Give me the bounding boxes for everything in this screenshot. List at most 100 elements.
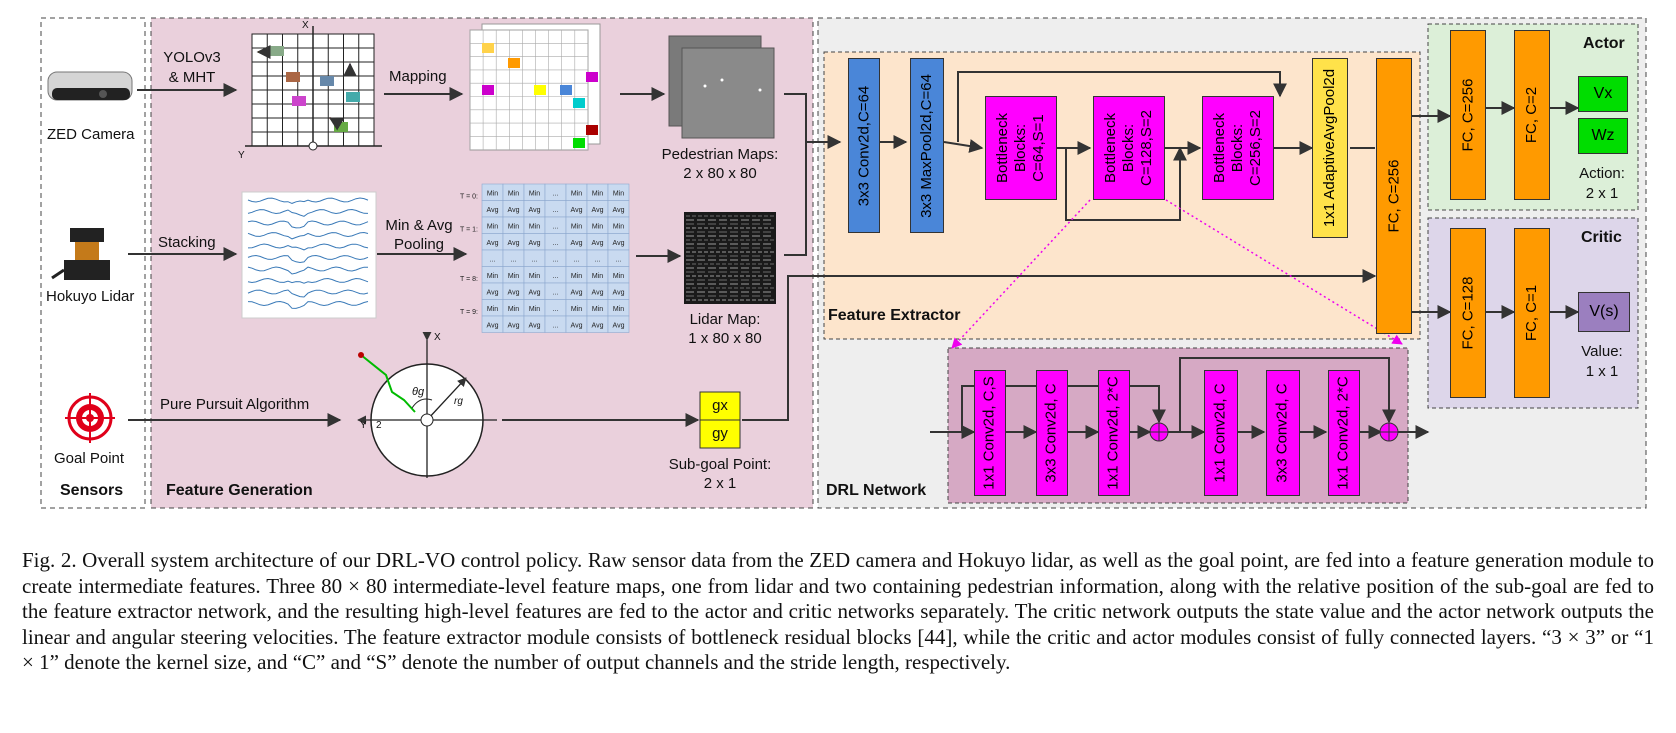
svg-text:Min: Min [613,190,624,197]
svg-text:...: ... [553,240,559,247]
svg-text:Avg: Avg [487,240,499,247]
svg-text:...: ... [553,306,559,313]
lidar-map-image [684,212,776,304]
grid-x-axis-label: X [302,20,309,31]
polar-y-label: Y [360,420,367,431]
svg-text:Min: Min [487,223,498,230]
sensors-title: Sensors [60,482,124,499]
svg-text:Min: Min [592,273,603,280]
conv2d-block: 3x3 Conv2d,C=64 [848,58,880,233]
svg-text:T = 1:: T = 1: [460,226,478,233]
bottleneck-conv-6: 1x1 Conv2d, 2*C [1328,370,1360,496]
svg-text:Min: Min [487,273,498,280]
svg-text:Avg: Avg [613,289,625,296]
svg-text:...: ... [553,207,559,214]
svg-text:Avg: Avg [613,322,625,329]
svg-text:Min: Min [613,223,624,230]
svg-text:...: ... [532,256,538,263]
theta-g-label: θg [412,386,425,398]
svg-text:Avg: Avg [592,322,604,329]
svg-text:...: ... [574,256,580,263]
critic-fc-128: FC, C=128 [1450,228,1486,398]
svg-text:Min: Min [508,190,519,197]
svg-text:Min: Min [571,273,582,280]
caption-paragraph: Fig. 2. Overall system architecture of o… [22,548,1654,674]
svg-text:...: ... [595,256,601,263]
svg-text:Avg: Avg [592,207,604,214]
svg-text:Avg: Avg [571,207,583,214]
maxpool-block: 3x3 MaxPool2d,C=64 [910,58,944,233]
svg-text:Avg: Avg [529,289,541,296]
lidar-map-label: Lidar Map:1 x 80 x 80 [688,311,762,347]
svg-text:...: ... [553,322,559,329]
yolo-mht-label: YOLOv3& MHT [163,49,221,86]
wz-output: Wz [1578,118,1628,154]
figure-caption: Fig. 2. Overall system architecture of o… [22,548,1654,676]
polar-subgoal-diagram [357,331,497,478]
subgoal-gy: gy [712,425,728,442]
svg-text:...: ... [490,256,496,263]
svg-text:Avg: Avg [613,207,625,214]
svg-text:...: ... [553,190,559,197]
actor-fc-2: FC, C=2 [1514,30,1550,200]
pure-pursuit-label: Pure Pursuit Algorithm [160,396,310,413]
feature-generation-title: Feature Generation [166,482,313,499]
occupancy-grid [469,23,601,151]
svg-text:...: ... [553,289,559,296]
bottleneck-conv-1: 1x1 Conv2d, C,S [974,370,1006,496]
actor-title: Actor [1583,35,1625,52]
svg-text:Min: Min [592,306,603,313]
drl-network-title: DRL Network [826,482,927,499]
svg-text:Avg: Avg [508,322,520,329]
lidar-scan-stack [241,191,377,319]
svg-text:Min: Min [508,223,519,230]
svg-text:Avg: Avg [508,289,520,296]
svg-text:Avg: Avg [487,207,499,214]
svg-text:...: ... [511,256,517,263]
goal-target-icon [65,393,115,443]
svg-text:Avg: Avg [487,289,499,296]
svg-text:Avg: Avg [487,322,499,329]
pedestrian-maps-label: Pedestrian Maps:2 x 80 x 80 [661,146,779,182]
svg-text:Min: Min [613,273,624,280]
vs-output: V(s) [1578,292,1630,332]
actor-fc-256: FC, C=256 [1450,30,1486,200]
svg-text:Avg: Avg [529,322,541,329]
zed-camera-icon [47,71,133,101]
subgoal-point-label: Sub-goal Point:2 x 1 [668,456,772,492]
svg-text:T = 8:: T = 8: [460,276,478,283]
svg-text:...: ... [553,223,559,230]
adaptive-avgpool-block: 1x1 AdaptiveAvgPool2d [1312,58,1348,238]
bottleneck-conv-5: 3x3 Conv2d, C [1266,370,1300,496]
feature-extractor-title: Feature Extractor [828,307,961,324]
svg-text:Min: Min [529,223,540,230]
svg-text:Min: Min [571,190,582,197]
mapping-label: Mapping [389,68,447,85]
svg-text:Min: Min [592,190,603,197]
svg-text:Avg: Avg [529,240,541,247]
svg-text:...: ... [553,256,559,263]
svg-text:Avg: Avg [508,207,520,214]
svg-text:Min: Min [508,306,519,313]
bottleneck-conv-2: 3x3 Conv2d, C [1036,370,1068,496]
value-label: Value:1 x 1 [1581,343,1623,380]
svg-text:Avg: Avg [571,322,583,329]
svg-text:Min: Min [613,306,624,313]
r-g-label: rg [454,396,463,407]
svg-text:Avg: Avg [571,289,583,296]
goal-point-label: Goal Point [54,450,125,467]
svg-text:Min: Min [592,223,603,230]
svg-text:Min: Min [529,306,540,313]
svg-text:Min: Min [529,273,540,280]
svg-text:Avg: Avg [592,240,604,247]
vx-output: Vx [1578,76,1628,112]
svg-text:Avg: Avg [592,289,604,296]
hokuyo-lidar-icon [51,228,110,280]
svg-text:Min: Min [529,190,540,197]
svg-text:...: ... [553,273,559,280]
